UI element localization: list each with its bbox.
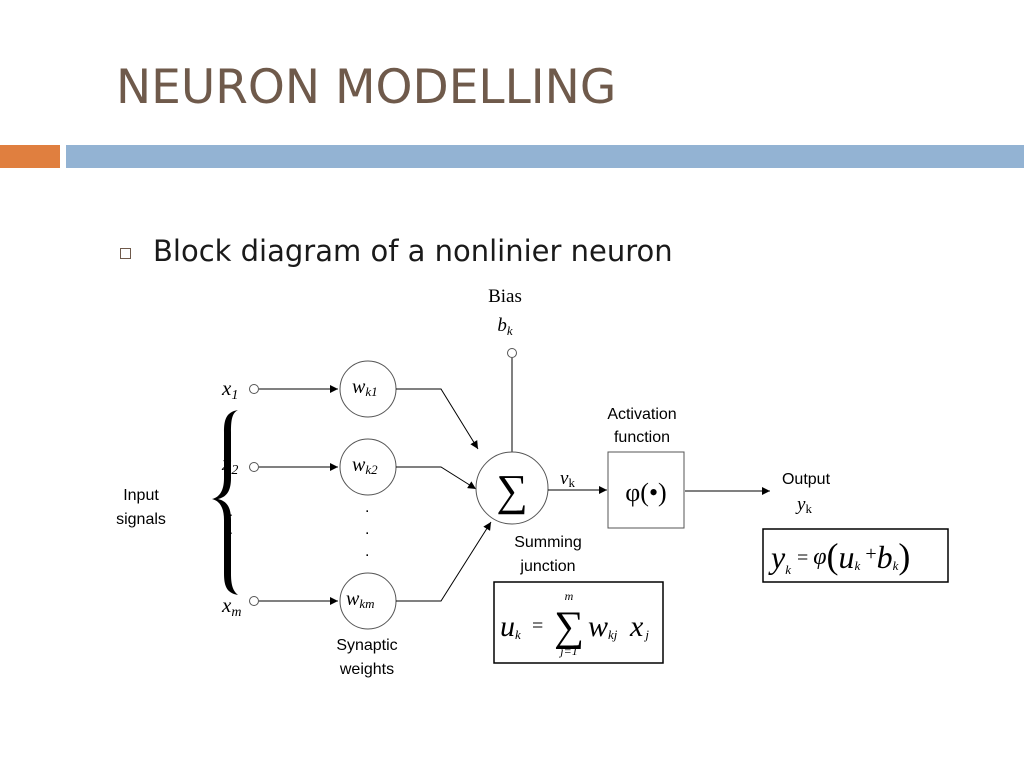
- weight-label-km: wkm: [346, 588, 375, 611]
- output-symbol: yk: [795, 494, 812, 516]
- activation-function-box: [607, 451, 685, 529]
- bias-label: Bias: [488, 286, 522, 307]
- weight-label-k2: wk2: [352, 454, 378, 477]
- bias-node: [507, 348, 517, 358]
- ellipsis-dot-3: .: [365, 543, 369, 560]
- sum-eq-lower: j=1: [558, 644, 577, 658]
- accent-bar-orange: [0, 145, 60, 168]
- summation-equation-box: [493, 581, 664, 664]
- bullet-text: Block diagram of a nonlinier neuron: [153, 234, 673, 268]
- input-brace: [212, 410, 238, 595]
- weight-line-1: [396, 388, 479, 450]
- input-node-2: [249, 462, 259, 472]
- weight-line-2: [396, 466, 477, 490]
- bias-symbol: bk: [497, 315, 513, 338]
- synaptic-weights-label-2: weights: [339, 661, 394, 678]
- input-xm: xm: [221, 593, 241, 620]
- ellipsis-dot-5: .: [229, 521, 233, 537]
- weight-line-m: [396, 521, 492, 602]
- output-equation-box: [762, 528, 949, 583]
- output-equation: yk=φ(uk+bk): [768, 536, 910, 577]
- sum-eq-u: uk: [500, 610, 521, 643]
- sum-eq-w: wkj: [588, 610, 618, 643]
- weight-label-k1: wk1: [352, 376, 378, 399]
- sum-eq-upper: m: [565, 589, 574, 603]
- input-signals-label-1: Input: [123, 487, 159, 504]
- synaptic-weights-label-1: Synaptic: [336, 637, 397, 654]
- activation-symbol: φ(•): [625, 478, 666, 507]
- summing-junction-label-1: Summing: [514, 534, 582, 551]
- sum-eq-equals: =: [532, 615, 543, 637]
- summing-junction-label-2: junction: [519, 558, 575, 575]
- accent-bar-blue: [66, 145, 1024, 168]
- activation-label-2: function: [614, 429, 670, 446]
- output-label: Output: [782, 471, 831, 488]
- ellipsis-dot-2: .: [365, 521, 369, 538]
- input-x1: x1: [221, 376, 238, 403]
- input-node-m: [249, 596, 259, 606]
- sum-eq-sigma: ∑: [554, 604, 584, 650]
- bullet-square-icon: [120, 248, 131, 259]
- vk-label: vk: [560, 468, 575, 490]
- page-title: NEURON MODELLING: [116, 60, 617, 115]
- activation-label-1: Activation: [607, 406, 676, 423]
- sum-symbol: ∑: [496, 466, 527, 515]
- input-signals-label-2: signals: [116, 511, 166, 528]
- summing-junction: [475, 451, 549, 525]
- ellipsis-dot-1: .: [365, 499, 369, 516]
- ellipsis-dot-4: .: [229, 503, 233, 519]
- input-node-1: [249, 384, 259, 394]
